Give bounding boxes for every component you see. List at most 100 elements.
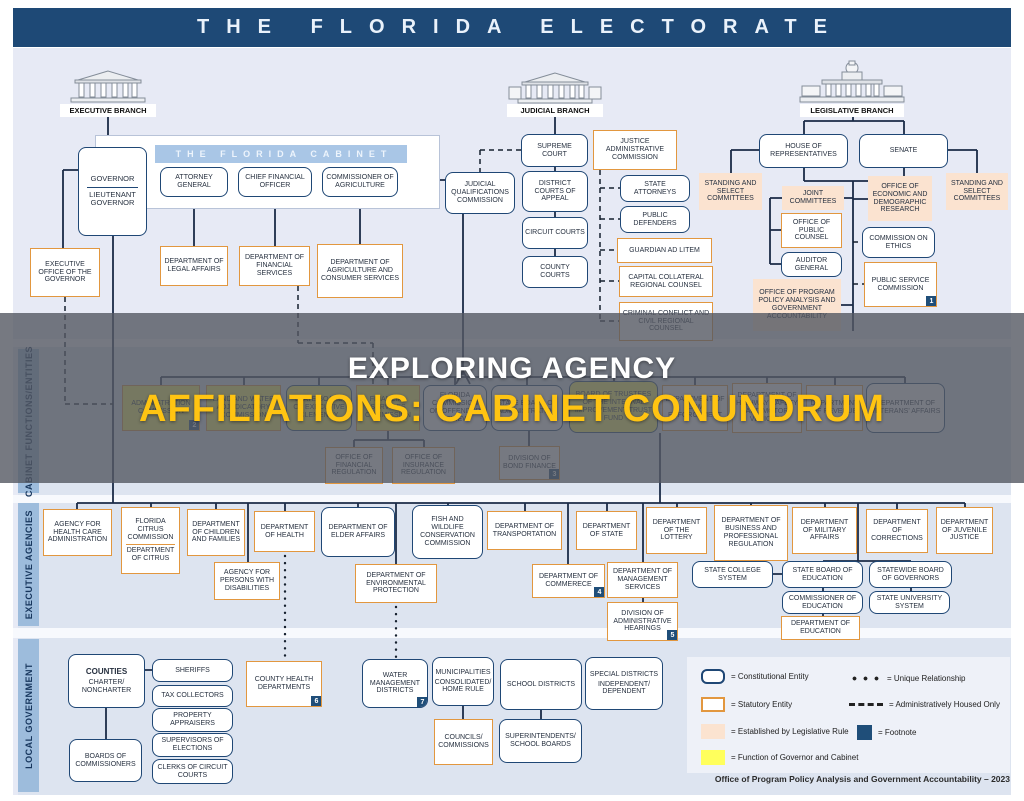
box-label: LAND AND WATER ADJUDICATORY COMMISSION (212, 396, 275, 419)
section-label-cabinet-functions: CABINET FUNCTIONS/ENTITIES (18, 346, 39, 497)
box-fish-wildlife-conservation-commission: FISH AND WILDLIFE CONSERVATION COMMISSIO… (412, 505, 483, 559)
box-commissioner-of-agriculture: COMMISSIONER OF AGRICULTURE (322, 167, 398, 197)
dotted-line-icon (849, 676, 881, 681)
box-supreme-court: SUPREME COURT (521, 134, 588, 167)
box-label: STATE BOARD OF EDUCATION (792, 566, 853, 582)
box-label: PUBLIC SERVICE COMMISSION (871, 276, 930, 292)
footnote-badge: 4 (594, 587, 604, 597)
box-label: DEPARTMENT OF LAW ENFORCEMENT (665, 396, 725, 419)
box-label: DEPARTMENT OF AGRICULTURE AND CONSUMER S… (320, 259, 400, 282)
page-title: THE FLORIDA ELECTORATE (197, 16, 844, 38)
box-label: DEPARTMENT OF THE LOTTERY (652, 518, 701, 542)
dashed-line-icon (849, 703, 883, 706)
box-label: WATER MANAGEMENT DISTRICTS (369, 671, 421, 695)
box-label: CAPITAL COLLATERAL REGIONAL COUNSEL (628, 273, 704, 289)
box-department-of-the-lottery: DEPARTMENT OF THE LOTTERY (646, 507, 707, 554)
box-label: STATEWIDE BOARD OF GOVERNORS (877, 566, 944, 582)
box-label: AGENCY FOR HEALTH CARE ADMINISTRATION (47, 520, 108, 544)
box-guardian-ad-litem: GUARDIAN AD LITEM (617, 238, 712, 263)
legislative-branch-building-icon (799, 60, 905, 103)
box-supervisors-of-elections: SUPERVISORS OF ELECTIONS (152, 733, 233, 757)
box-department-of-transportation: DEPARTMENT OF TRANSPORTATION (487, 511, 562, 550)
box-label: DEPARTMENT OF STATE (582, 522, 631, 538)
box-label: GUARDIAN AD LITEM (629, 246, 700, 254)
legend: = Constitutional Entity = Statutory Enti… (687, 657, 1010, 773)
box-school-districts: SCHOOL DISTRICTS (500, 659, 582, 710)
box-state-attorneys: STATE ATTORNEYS (620, 175, 690, 202)
box-property-appraisers: PROPERTY APPRAISERS (152, 708, 233, 732)
footnote-badge: 2 (189, 420, 199, 430)
box-office-of-insurance-regulation: OFFICE OF INSURANCE REGULATION (392, 447, 455, 484)
box-label: DISTRICT COURTS OF APPEAL (534, 179, 576, 203)
legend-item-unique-relationship: = Unique Relationship (849, 674, 966, 683)
box-label: INDEPENDENT/ DEPENDENT (597, 680, 651, 696)
box-label: STATE BOARD OF ADMINISTRATION (496, 400, 558, 415)
box-label: SUPERVISORS OF ELECTIONS (161, 737, 224, 752)
box-label: STATE ATTORNEYS (633, 180, 677, 196)
box-label: STATE COLLEGE SYSTEM (704, 566, 761, 582)
box-standing-select-committees-house: STANDING AND SELECT COMMITTEES (699, 173, 762, 210)
box-state-university-system: STATE UNIVERSITY SYSTEM (869, 591, 950, 614)
box-agency-health-care-administration: AGENCY FOR HEALTH CARE ADMINISTRATION (43, 509, 112, 556)
box-agency-persons-with-disabilities: AGENCY FOR PERSONS WITH DISABILITIES (214, 562, 280, 600)
box-boards-of-commissioners: BOARDS OF COMMISSIONERS (69, 739, 142, 782)
footnote-badge: 3 (549, 469, 559, 479)
box-department-business-professional-regulation: DEPARTMENT OF BUSINESS AND PROFESSIONAL … (714, 505, 788, 561)
box-department-management-services: DEPARTMENT OF MANAGEMENT SERVICES (607, 562, 678, 598)
box-oppaga: OFFICE OF PROGRAM POLICY ANALYSIS AND GO… (753, 279, 841, 331)
box-label: JUSTICE ADMINISTRATIVE COMMISSION (605, 138, 665, 161)
box-label: CHARTER/ NONCHARTER (81, 678, 132, 694)
legend-label: = Function of Governor and Cabinet (731, 753, 859, 762)
box-label: STANDING AND SELECT COMMITTEES (951, 179, 1003, 203)
box-label: JUDICIAL QUALIFICATIONS COMMISSION (451, 181, 509, 204)
legend-item-admin-housed: = Administratively Housed Only (849, 700, 1000, 709)
box-label: COUNTIES (85, 667, 128, 677)
box-criminal-conflict-civil-regional-counsel: CRIMINAL CONFLICT AND CIVIL REGIONAL COU… (619, 302, 713, 341)
legend-label: = Established by Legislative Rule (731, 727, 849, 736)
box-label: DEPARTMENT OF MILITARY AFFAIRS (800, 518, 849, 542)
box-superintendents-school-boards: SUPERINTENDENTS/ SCHOOL BOARDS (499, 719, 582, 763)
footnote-swatch-icon (857, 725, 872, 740)
box-label: COMMISSIONER OF AGRICULTURE (326, 174, 394, 189)
box-land-water-adjudicatory-commission: LAND AND WATER ADJUDICATORY COMMISSION (206, 385, 281, 431)
box-label: COMMISSION ON ETHICS (869, 234, 928, 250)
box-label: CHIEF FINANCIAL OFFICER (245, 174, 305, 189)
box-department-of-revenue: DEPARTMENT OF REVENUE (806, 385, 863, 431)
box-label: DEPARTMENT OF REVENUE (810, 400, 859, 415)
box-label: DEPARTMENT OF CITRUS (126, 546, 175, 562)
box-label: COUNTY HEALTH DEPARTMENTS (254, 676, 314, 691)
box-label: STATE BOARD OF EXECUTIVE CLEMENCY (293, 396, 345, 419)
legislative-branch-label: LEGISLATIVE BRANCH (800, 104, 904, 117)
box-sheriffs: SHERIFFS (152, 659, 233, 682)
box-department-of-law-enforcement: DEPARTMENT OF LAW ENFORCEMENT (662, 385, 728, 431)
box-department-environmental-protection: DEPARTMENT OF ENVIRONMENTAL PROTECTION (355, 564, 437, 603)
box-department-of-agriculture-consumer-services: DEPARTMENT OF AGRICULTURE AND CONSUMER S… (317, 244, 403, 298)
box-label: GOVERNOR (90, 174, 135, 184)
box-label: LIEUTENANT GOVERNOR (87, 186, 138, 208)
box-commission-on-ethics: COMMISSION ON ETHICS (862, 227, 935, 258)
legend-item-statutory: = Statutory Entity (701, 697, 792, 712)
box-office-of-economic-demographic-research: OFFICE OF ECONOMIC AND DEMOGRAPHIC RESEA… (868, 176, 932, 221)
box-public-defenders: PUBLIC DEFENDERS (620, 206, 690, 233)
legend-label: = Constitutional Entity (731, 672, 809, 681)
box-state-board-of-education: STATE BOARD OF EDUCATION (782, 561, 863, 588)
box-label: TAX COLLECTORS (161, 692, 224, 700)
box-label: ATTORNEY GENERAL (175, 174, 213, 189)
box-label: DEPARTMENT OF HIGHWAY SAFETY AND MOTOR V… (736, 392, 798, 423)
title-bar: THE FLORIDA ELECTORATE (13, 8, 1011, 47)
box-state-board-executive-clemency: STATE BOARD OF EXECUTIVE CLEMENCY (286, 385, 352, 431)
box-department-of-corrections: DEPARTMENT OF CORRECTIONS (866, 509, 928, 553)
legend-item-legislative-rule: = Established by Legislative Rule (701, 724, 849, 739)
box-label: COMMISSIONER OF EDUCATION (788, 594, 857, 610)
box-office-of-public-counsel: OFFICE OF PUBLIC COUNSEL (781, 213, 842, 248)
footnote-badge: 5 (667, 630, 677, 640)
